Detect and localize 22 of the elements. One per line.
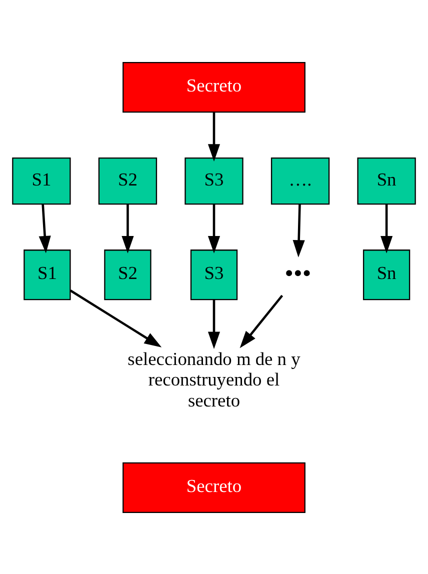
arrow (208, 299, 220, 348)
node-box: Secreto (122, 462, 306, 512)
arrow (70, 289, 162, 347)
node-box: S3 (184, 157, 244, 204)
node-box: S2 (98, 157, 158, 204)
node-box: Sn (362, 249, 410, 300)
node-box: …. (270, 157, 330, 204)
node-box: S3 (190, 249, 238, 300)
arrow (208, 112, 220, 161)
node-box: S2 (104, 249, 152, 300)
node-text: seleccionando m de n y reconstruyendo el secreto (128, 348, 300, 410)
node-box: Secreto (122, 62, 306, 112)
arrow (380, 204, 393, 253)
arrow (240, 294, 284, 348)
arrow (208, 204, 220, 253)
node-text: ••• (284, 258, 312, 287)
node-box: S1 (24, 249, 71, 300)
node-box: Sn (357, 157, 416, 204)
arrow (38, 204, 51, 253)
arrow (122, 204, 134, 253)
arrow (292, 204, 305, 257)
node-box: S1 (12, 157, 71, 204)
